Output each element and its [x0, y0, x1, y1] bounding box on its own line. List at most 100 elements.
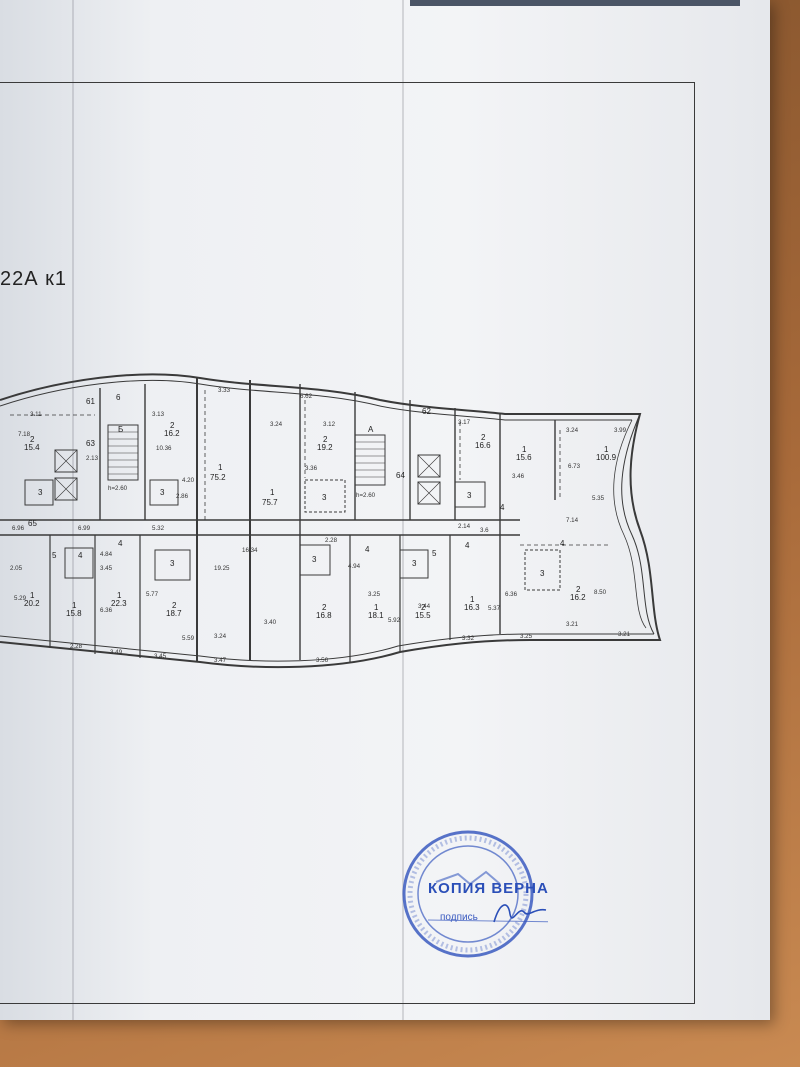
- space-label: 65: [28, 519, 37, 528]
- dimension: 3.21: [566, 621, 579, 628]
- dimension: 3.45: [100, 565, 113, 572]
- space-label: 4: [560, 539, 565, 548]
- room-area: 16.2: [164, 429, 180, 438]
- drawing-frame: [0, 82, 695, 1004]
- room-count: 1: [72, 601, 77, 610]
- document-sheet: 22А к1: [0, 0, 770, 1020]
- space-label: 3: [322, 493, 327, 502]
- room-area: 16.6: [475, 441, 491, 450]
- space-label: 3: [412, 559, 417, 568]
- space-label: 62: [422, 407, 431, 416]
- room-area: 16.3: [464, 603, 480, 612]
- dimension: 3.24: [214, 633, 227, 640]
- dimension: 5.35: [592, 495, 605, 502]
- room-area: 16.8: [316, 611, 332, 620]
- room-area: 100.9: [596, 453, 617, 462]
- room-area: 15.6: [516, 453, 532, 462]
- room-count: 2: [30, 435, 35, 444]
- dimension: 19.25: [214, 565, 230, 572]
- dimension: 3.32: [462, 635, 475, 642]
- dimension: 6.36: [505, 591, 518, 598]
- height-label: h=2.60: [356, 492, 376, 499]
- dimension: 2.05: [10, 565, 23, 572]
- building-title: 22А к1: [0, 268, 68, 290]
- room-count: 1: [522, 445, 527, 454]
- dimension: 7.14: [566, 517, 579, 524]
- dimension: 8.50: [594, 589, 607, 596]
- room-count: 2: [481, 433, 486, 442]
- dimension: 3.24: [270, 421, 283, 428]
- space-label: 4: [118, 539, 123, 548]
- dimension: 5.92: [388, 617, 401, 624]
- room-area: 15.5: [415, 611, 431, 620]
- space-label: 4: [78, 551, 83, 560]
- room-area: 22.3: [111, 599, 127, 608]
- room-area: 18.7: [166, 609, 182, 618]
- room-area: 15.8: [66, 609, 82, 618]
- room-count: 1: [30, 591, 35, 600]
- dimension: 4.84: [100, 551, 113, 558]
- space-label: 3: [170, 559, 175, 568]
- dimension-labels: 3.11 3.13 3.33 3.24 3.12 3.17 3.24 3.99 …: [10, 387, 631, 664]
- space-label: 3: [38, 488, 43, 497]
- fold-line: [402, 0, 404, 1020]
- room-count: 2: [170, 421, 175, 430]
- room-count: 2: [172, 601, 177, 610]
- space-label: 5: [52, 551, 57, 560]
- dimension: 5.77: [146, 591, 159, 598]
- dimension: 6.62: [300, 393, 313, 400]
- dimension: 3.25: [368, 591, 381, 598]
- space-label: 4: [465, 541, 470, 550]
- dimension: 3.25: [520, 633, 533, 640]
- space-label: А: [368, 425, 374, 434]
- room-count: 1: [470, 595, 475, 604]
- dimension: 4.94: [348, 563, 361, 570]
- dimension: 2.14: [458, 523, 471, 530]
- dimension: 3.46: [512, 473, 525, 480]
- dimension: 5.29: [14, 595, 27, 602]
- dimension: 3.56: [316, 657, 329, 664]
- dimension: 3.49: [110, 649, 123, 656]
- dimension: 3.13: [152, 411, 165, 418]
- space-label: 64: [396, 471, 405, 480]
- space-label: 5: [432, 549, 437, 558]
- room-count: 2: [322, 603, 327, 612]
- floor-plan: 2 15.4 2 16.2 1 75.2 1 75.7 2 19.2 2 16.…: [0, 373, 662, 669]
- dimension: 7.18: [18, 431, 31, 438]
- dimension: 3.99: [614, 427, 627, 434]
- dimension: 3.11: [30, 411, 42, 418]
- signature: [493, 904, 547, 923]
- space-label: 6: [116, 393, 121, 402]
- dimension: 2.28: [70, 643, 83, 650]
- certification-stamp: [402, 830, 548, 958]
- dimension: 6.99: [78, 525, 91, 532]
- dimension: 3.45: [154, 653, 167, 660]
- dimension: 3.17: [458, 419, 471, 426]
- space-label: 3: [540, 569, 545, 578]
- room-area: 75.2: [210, 473, 226, 482]
- dimension: 6.96: [12, 525, 25, 532]
- room-count: 2: [323, 435, 328, 444]
- space-label: 63: [86, 439, 95, 448]
- dimension: 5.59: [182, 635, 195, 642]
- space-label: 3: [467, 491, 472, 500]
- dimension: 5.37: [488, 605, 501, 612]
- dimension: 2.13: [86, 455, 99, 462]
- dimension: 3.12: [323, 421, 336, 428]
- space-label: 4: [365, 545, 370, 554]
- room-count: 1: [604, 445, 609, 454]
- dimension: 4.20: [182, 477, 195, 484]
- dimension: 6.36: [100, 607, 113, 614]
- space-label: 61: [86, 397, 95, 406]
- dimension: 3.40: [264, 619, 277, 626]
- room-count: 2: [576, 585, 581, 594]
- dimension: 3.47: [214, 657, 227, 664]
- dimension: 16.34: [242, 547, 258, 554]
- plan-outline: [0, 373, 662, 669]
- dimension: 3.44: [418, 603, 431, 610]
- room-count: 1: [374, 603, 379, 612]
- dimension: 3.21: [618, 631, 631, 638]
- room-area: 16.2: [570, 593, 586, 602]
- dimension: 5.32: [152, 525, 165, 532]
